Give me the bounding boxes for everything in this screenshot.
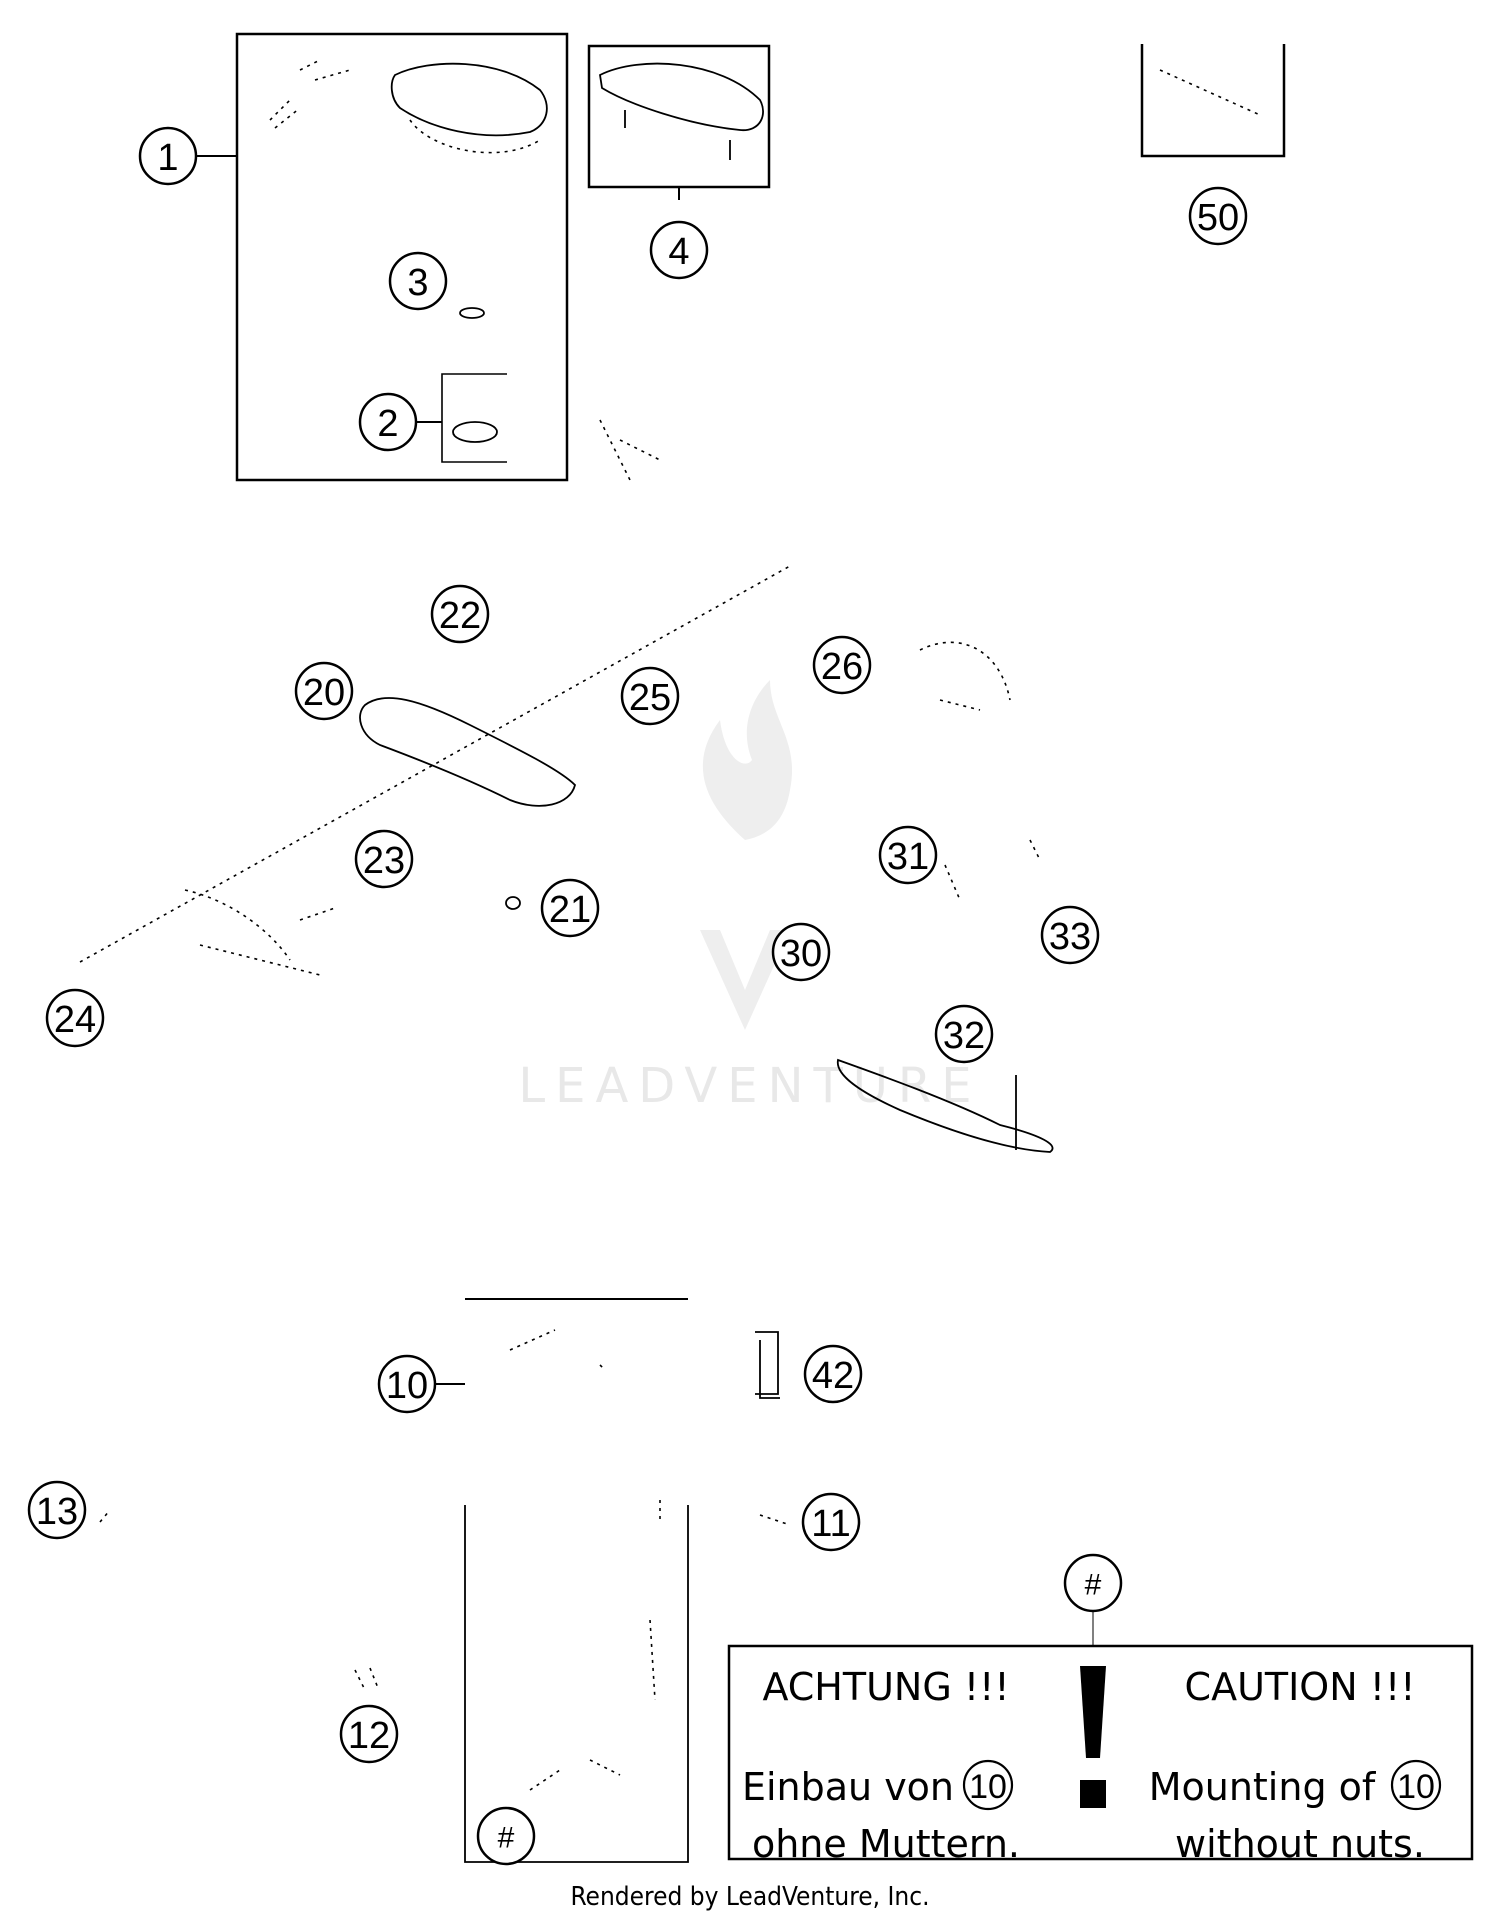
part-23-sketch (184, 889, 336, 976)
part-11-sketch (759, 1514, 791, 1526)
part-4-bolts (624, 110, 731, 160)
callout-c42: 42 (803, 1344, 863, 1404)
part-50-frame (1140, 44, 1286, 158)
part-20-triple-clamp (359, 697, 576, 807)
callout-c11: 11 (801, 1492, 861, 1552)
callout-c32: 32 (934, 1004, 994, 1064)
part-2-sketch (452, 421, 498, 443)
part-31-sketch (944, 839, 1041, 901)
callout-c12: 12 (339, 1704, 399, 1764)
callout-hash-top: # (1063, 1553, 1123, 1613)
part-4-frame (587, 44, 771, 189)
callout-c20: 20 (294, 661, 354, 721)
footer-credit: Rendered by LeadVenture, Inc. (570, 1882, 930, 1912)
part-21-sketch (505, 896, 521, 910)
callout-label: 26 (821, 646, 863, 688)
callout-c21: 21 (540, 878, 600, 938)
callout-label: 1 (157, 137, 178, 179)
callout-label: 23 (363, 840, 405, 882)
callout-label: 13 (36, 1491, 78, 1533)
svg-text:10: 10 (1397, 1768, 1435, 1806)
caution-english-title: CAUTION !!! (1185, 1665, 1416, 1709)
callout-c23: 23 (354, 829, 414, 889)
callout-label: 11 (811, 1503, 850, 1545)
callout-label: 50 (1197, 197, 1239, 239)
callout-label: 21 (549, 889, 591, 931)
callout-label: # (498, 1822, 515, 1855)
callout-c4: 4 (649, 220, 709, 280)
caution-english-line2: without nuts. (1175, 1822, 1425, 1866)
callout-label: 22 (439, 595, 481, 637)
callout-c26: 26 (812, 635, 872, 695)
exclamation-icon (1080, 1666, 1106, 1758)
part-32-sketch (837, 1058, 1054, 1153)
part-3-sketch (459, 307, 485, 319)
callout-c25: 25 (620, 666, 680, 726)
callout-c22: 22 (430, 584, 490, 644)
part-10-frame (464, 1505, 689, 1863)
callout-c13: 13 (27, 1480, 87, 1540)
callout-label: 33 (1049, 916, 1091, 958)
callout-label: # (1085, 1569, 1102, 1602)
callout-c10: 10 (377, 1354, 437, 1414)
caution-english-line1: Mounting of (1149, 1765, 1377, 1809)
callout-label: 4 (668, 231, 689, 273)
callout-label: 12 (348, 1715, 390, 1757)
watermark: LEADVENTURE (518, 680, 981, 1114)
watermark-flame-icon (702, 680, 793, 840)
callout-c31: 31 (878, 825, 938, 885)
caution-german-line1: Einbau von (742, 1765, 954, 1809)
callout-label: 2 (377, 403, 398, 445)
part-2-frame (441, 373, 507, 463)
speedometer-sketch (269, 59, 548, 154)
part-10-sketch (509, 1329, 606, 1371)
callout-label: 3 (407, 262, 428, 304)
upper-parts-sketch (599, 419, 661, 481)
callout-label: 25 (629, 677, 671, 719)
part-42-sketch (755, 1331, 780, 1399)
callout-label: 32 (943, 1015, 985, 1057)
callout-c33: 33 (1040, 905, 1100, 965)
part-13-sketch (99, 1509, 111, 1523)
caution-box (727, 1644, 1474, 1861)
part-12-sketch (354, 1667, 379, 1691)
callout-hash-inset: # (476, 1806, 536, 1866)
exclamation-dot-icon (1080, 1780, 1106, 1808)
callout-c50: 50 (1188, 186, 1248, 246)
callout-c3: 3 (388, 251, 448, 311)
callout-label: 10 (386, 1365, 428, 1407)
callout-label: 31 (887, 836, 929, 878)
callout-c2: 2 (358, 392, 418, 452)
part-26-sketch (919, 641, 1011, 711)
watermark-text: LEADVENTURE (518, 1058, 981, 1114)
caution-german-title: ACHTUNG !!! (762, 1665, 1009, 1709)
caution-german-ref-callout: 10 (962, 1759, 1014, 1811)
inset-sketch (529, 1759, 621, 1791)
part-10-inner-sketch (649, 1500, 661, 1701)
callout-c1: 1 (138, 126, 198, 186)
callout-c30: 30 (771, 922, 831, 982)
callout-label: 30 (780, 933, 822, 975)
part-1-frame (235, 32, 569, 482)
callout-label: 24 (54, 999, 96, 1041)
callout-c24: 24 (45, 988, 105, 1048)
caution-german-line2: ohne Muttern. (752, 1822, 1020, 1866)
callout-label: 20 (303, 672, 345, 714)
part-4-sketch (599, 62, 764, 131)
watermark-v-icon (700, 930, 790, 1030)
part-50-sketch (1159, 69, 1261, 116)
callout-label: 42 (812, 1355, 854, 1397)
svg-text:10: 10 (969, 1768, 1007, 1806)
caution-english-ref-callout: 10 (1390, 1759, 1442, 1811)
